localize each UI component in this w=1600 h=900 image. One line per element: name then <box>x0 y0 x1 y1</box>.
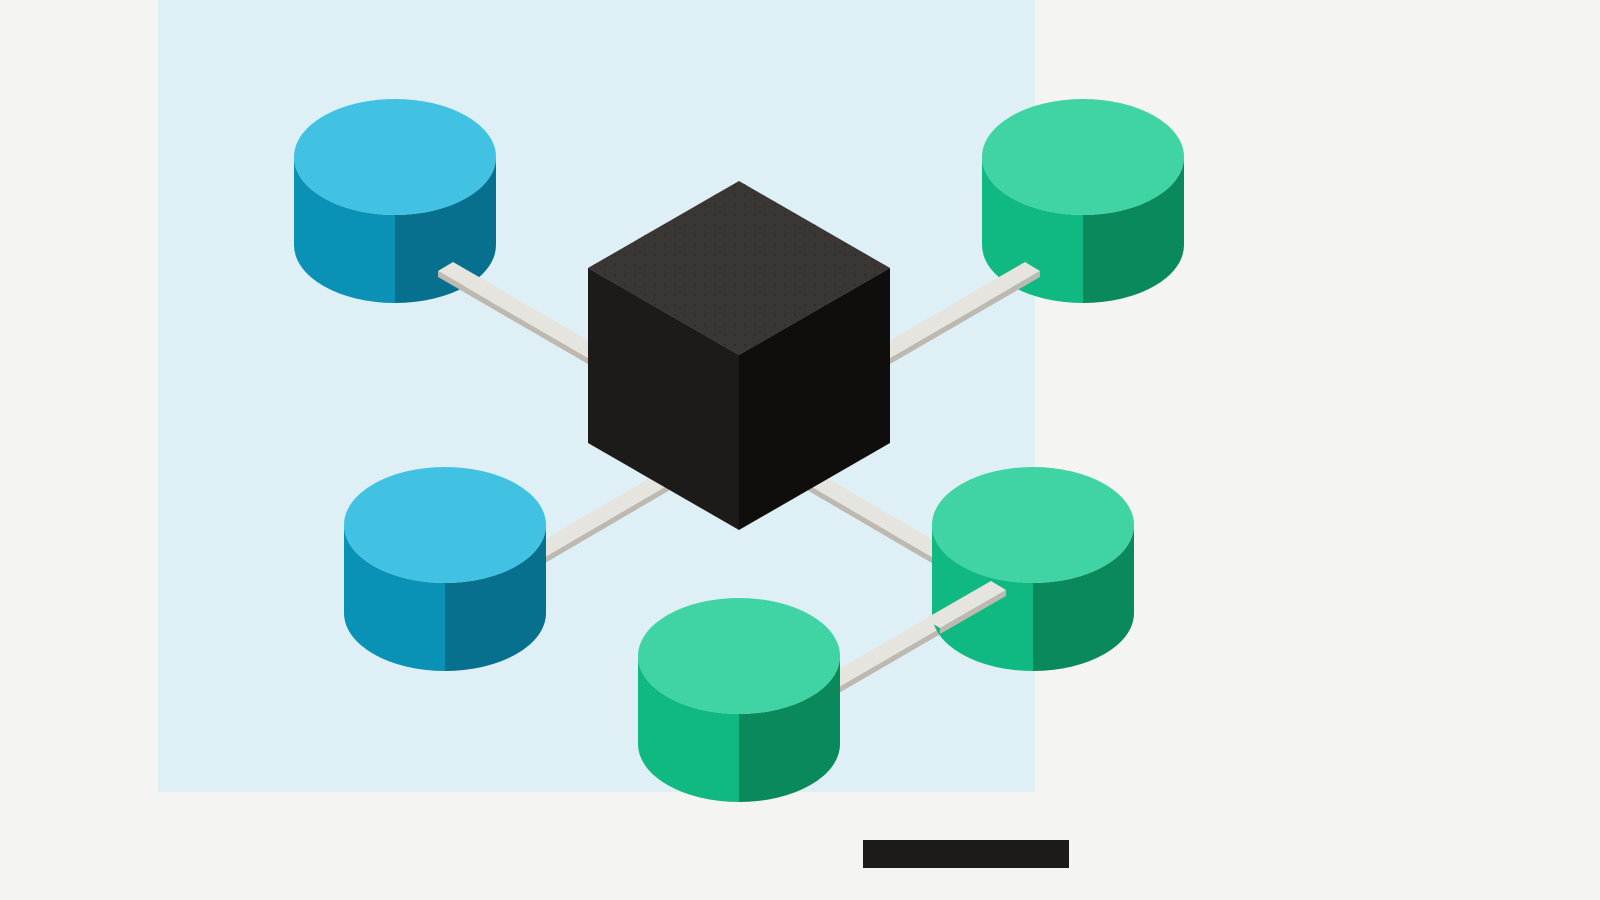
node-top-right-left-side <box>982 157 1083 303</box>
node-middle-right-right-side <box>1033 525 1134 671</box>
node-top-right-top <box>982 99 1184 215</box>
node-middle-right <box>932 467 1134 671</box>
node-middle-left-right-side <box>445 525 546 671</box>
node-bottom-center-left-side <box>638 656 739 802</box>
node-top-left-right-side <box>395 157 496 303</box>
node-middle-left-top <box>344 467 546 583</box>
footer-bar <box>863 840 1069 868</box>
connector-middle-left <box>525 475 670 566</box>
node-top-left-left-side <box>294 157 395 303</box>
cube-left-face <box>588 268 739 530</box>
node-middle-right-top <box>932 467 1134 583</box>
cube-right-face <box>739 268 890 530</box>
node-bottom-center-right-side <box>739 656 840 802</box>
connector-middle-right <box>807 475 952 566</box>
node-middle-left-left-side <box>344 525 445 671</box>
connector-bottom-tip <box>925 581 1006 634</box>
node-bottom-center <box>638 598 840 802</box>
node-bottom-center-top <box>638 598 840 714</box>
node-top-right-right-side <box>1083 157 1184 303</box>
central-cube <box>588 181 890 530</box>
node-top-right <box>982 99 1184 303</box>
node-top-left <box>294 99 496 303</box>
connector-top-left-tip <box>438 262 505 307</box>
node-middle-left <box>344 467 546 671</box>
connector-top-right-tip <box>973 262 1040 307</box>
node-top-left-top <box>294 99 496 215</box>
